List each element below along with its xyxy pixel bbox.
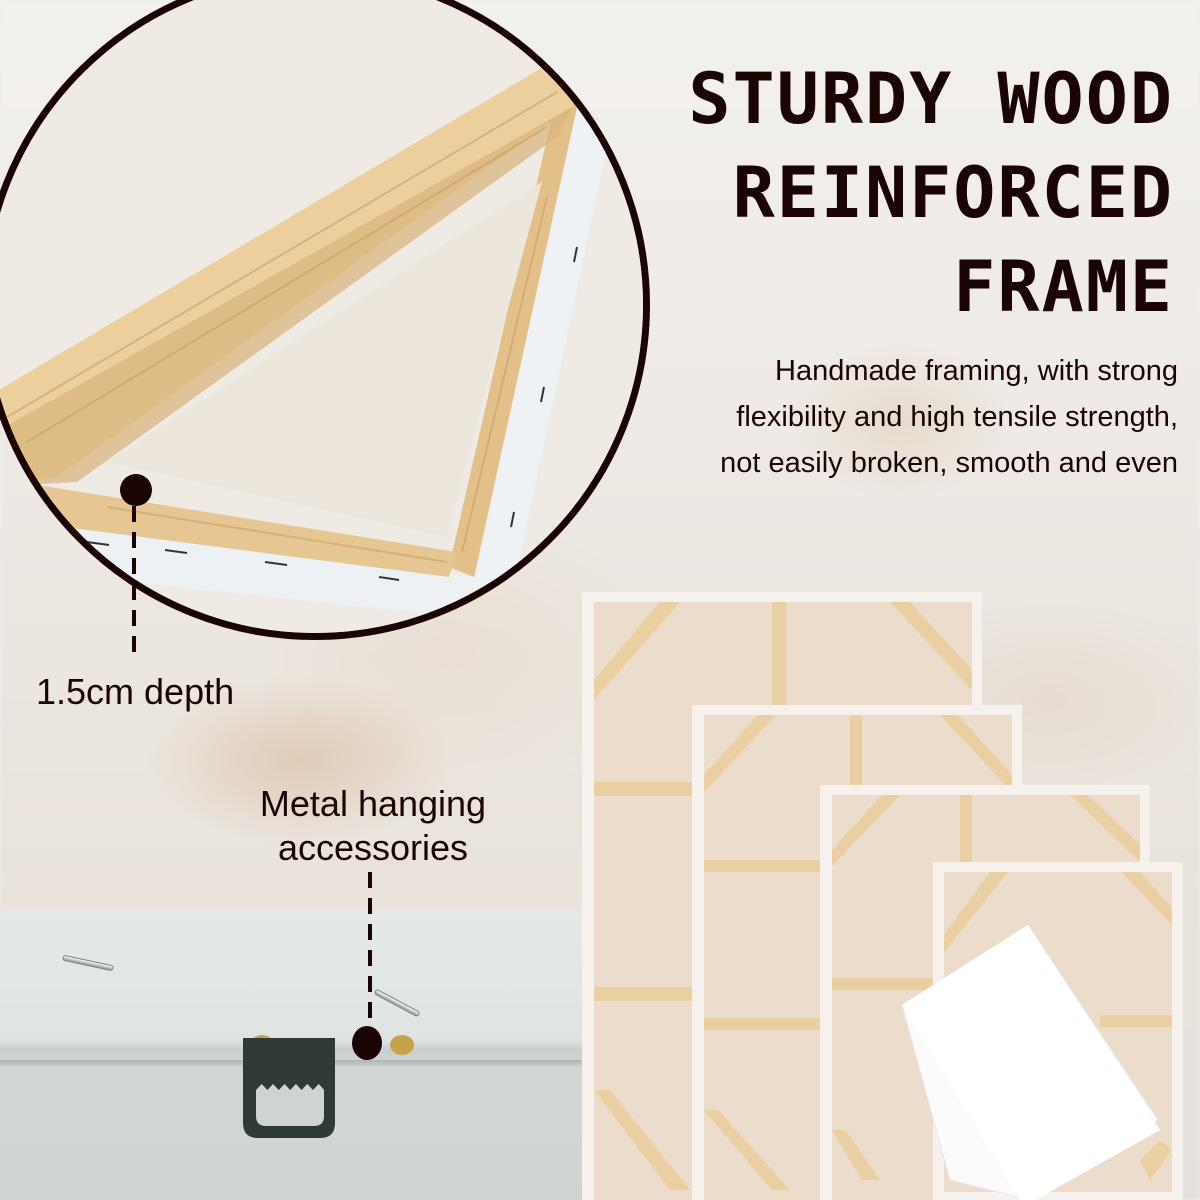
canvas-corner-closeup [0,0,650,640]
canvas-corner-illustration [0,0,643,633]
headline-line-2: REINFORCED [732,152,1174,234]
description-line-1: Handmade framing, with strong [775,355,1178,387]
headline-line-3: FRAME [953,246,1174,328]
hanging-hardware-closeup [0,910,582,1200]
sawtooth-hanger-icon [243,1035,414,1138]
hanging-pointer-dot [352,1026,382,1060]
description-line-3: not easily broken, smooth and even [720,447,1178,479]
hanging-label-line-1: Metal hanging [259,783,487,824]
hanging-label-line-2: accessories [277,827,469,868]
headline-line-1: STURDY WOOD [688,58,1174,140]
description-line-2: flexibility and high tensile strength, [736,401,1178,433]
depth-label: 1.5cm depth [36,671,235,712]
feature-description: Handmade framing, with strong flexibilit… [720,348,1178,486]
headline: STURDY WOOD REINFORCED FRAME [688,52,1174,334]
depth-pointer-line [132,506,136,656]
hanging-pointer-line [368,872,372,1027]
hanging-label: Metal hanging accessories [218,782,528,870]
depth-pointer-dot [120,474,152,506]
